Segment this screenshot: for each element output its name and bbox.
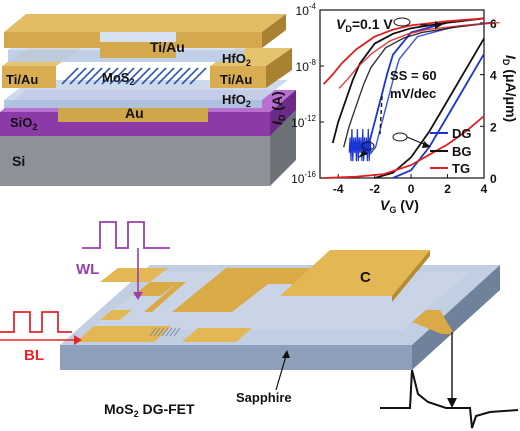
annotation-ss-line2: mV/dec bbox=[390, 86, 436, 101]
transfer-chart: -4 -2 0 2 4 10-4 10-8 10-12 10-16 6 4 2 0 VD=0.1 V S… bbox=[269, 2, 519, 215]
substrate-front bbox=[60, 345, 412, 370]
output-arrow-head bbox=[447, 398, 457, 408]
figure-caption: MoS2 DG-FET bbox=[104, 401, 195, 419]
output-line bbox=[412, 310, 454, 334]
wl-pulse bbox=[82, 221, 170, 249]
sapphire-label: Sapphire bbox=[236, 390, 292, 405]
bl-line bbox=[76, 326, 172, 342]
label-top-contact: Ti/Au bbox=[150, 39, 185, 55]
contact-right bbox=[210, 66, 266, 88]
bl-pulse bbox=[0, 311, 72, 333]
bottom-hfo2-front bbox=[4, 100, 262, 108]
si-substrate-side bbox=[270, 110, 296, 186]
top-gate-au-top bbox=[4, 14, 286, 32]
chart-legend: DG BG TG bbox=[430, 126, 472, 176]
bottom-gate-au bbox=[58, 104, 208, 122]
series-dg-noise-floor bbox=[348, 128, 372, 162]
wl-strip bbox=[132, 282, 178, 296]
chart-ticks: -4 -2 0 2 4 10-4 10-8 10-12 10-16 6 4 2 0 bbox=[291, 2, 497, 196]
top-gate-au-front-mid bbox=[100, 42, 176, 58]
left-arrow-head bbox=[358, 150, 368, 158]
circuit-diagram: WL BL C Sapphire MoS2 DG-FET bbox=[0, 221, 519, 429]
substrate-side bbox=[412, 265, 500, 370]
y-left-tick-label: 10-12 bbox=[291, 114, 316, 130]
vd-marker bbox=[393, 17, 411, 27]
right-arrow bbox=[406, 136, 427, 146]
series-tg-linear-line bbox=[323, 115, 485, 179]
legend-dg-label: DG bbox=[452, 126, 472, 141]
series-tg-log-sweep bbox=[338, 21, 500, 89]
bl-label: BL bbox=[24, 347, 44, 364]
y-left-tick-label: 10-16 bbox=[291, 170, 316, 186]
x-tick-label: -4 bbox=[333, 182, 344, 196]
bl-arrow-head bbox=[74, 335, 82, 345]
contact-right-side bbox=[266, 48, 292, 88]
wl-pad bbox=[100, 268, 168, 282]
wl-label: WL bbox=[76, 261, 99, 278]
drain-line bbox=[182, 328, 252, 342]
label-mos2: MoS2 bbox=[102, 70, 134, 87]
ss-guide-line bbox=[379, 95, 383, 135]
source-contact bbox=[100, 310, 132, 320]
x-tick-label: 2 bbox=[444, 182, 451, 196]
label-contact-right: Ti/Au bbox=[220, 72, 252, 87]
device-cross-section: Ti/Au HfO2 Ti/Au MoS2 Ti/Au HfO2 Au SiO2… bbox=[0, 14, 296, 186]
mos2-lattice bbox=[61, 67, 207, 85]
top-gate-au-front-right bbox=[176, 32, 262, 48]
label-si: Si bbox=[12, 153, 25, 169]
sapphire-pointer bbox=[275, 355, 287, 391]
y-left-axis-label: ID (A) bbox=[269, 91, 287, 125]
y-right-tick-label: 6 bbox=[490, 17, 497, 31]
plot-area bbox=[319, 9, 485, 179]
right-arrow-head bbox=[422, 141, 431, 148]
annotation-vd: VD=0.1 V bbox=[336, 16, 393, 34]
output-waveform bbox=[380, 369, 519, 429]
y-right-tick-label: 4 bbox=[490, 69, 497, 83]
x-tick-label: 4 bbox=[481, 182, 488, 196]
x-tick-label: 0 bbox=[408, 182, 415, 196]
right-marker bbox=[392, 132, 408, 142]
sio2-side bbox=[270, 90, 296, 136]
y-right-tick-label: 2 bbox=[490, 120, 497, 134]
y-right-tick-label: 0 bbox=[490, 172, 497, 186]
y-left-tick-label: 10-8 bbox=[296, 58, 317, 74]
top-gate-au-side bbox=[262, 14, 286, 48]
contact-left bbox=[2, 66, 56, 88]
capacitor-link bbox=[172, 268, 324, 312]
vd-arrow-head bbox=[435, 21, 442, 29]
capacitor-pad bbox=[280, 250, 430, 296]
label-top-hfo2: HfO2 bbox=[222, 51, 251, 68]
mos2-channel bbox=[149, 327, 181, 337]
sapphire-pointer-head bbox=[282, 350, 290, 358]
legend-tg-label: TG bbox=[452, 161, 470, 176]
y-left-tick-label: 10-4 bbox=[296, 2, 317, 18]
x-axis-label: VG (V) bbox=[380, 197, 419, 215]
legend-bg-label: BG bbox=[452, 144, 472, 159]
x-tick-label: -2 bbox=[369, 182, 380, 196]
y-right-axis-label: ID (μA/μm) bbox=[501, 55, 519, 122]
si-substrate-front bbox=[0, 136, 270, 186]
label-sio2: SiO2 bbox=[10, 115, 37, 132]
wl-line bbox=[144, 282, 186, 312]
series-bg-log-sweep bbox=[343, 21, 495, 148]
label-bottom-hfo2: HfO2 bbox=[222, 92, 251, 109]
label-bottom-gate: Au bbox=[125, 105, 144, 121]
series-bg-linear-line bbox=[374, 37, 485, 179]
capacitor-pad-side bbox=[392, 250, 430, 302]
top-gate-au-front-left bbox=[4, 32, 100, 48]
label-contact-left: Ti/Au bbox=[6, 72, 38, 87]
annotation-ss-line1: SS = 60 bbox=[390, 68, 437, 83]
wl-arrow-head bbox=[133, 292, 143, 300]
capacitor-label: C bbox=[360, 269, 371, 286]
series-dg-linear-line bbox=[392, 53, 485, 179]
left-marker bbox=[361, 141, 375, 151]
